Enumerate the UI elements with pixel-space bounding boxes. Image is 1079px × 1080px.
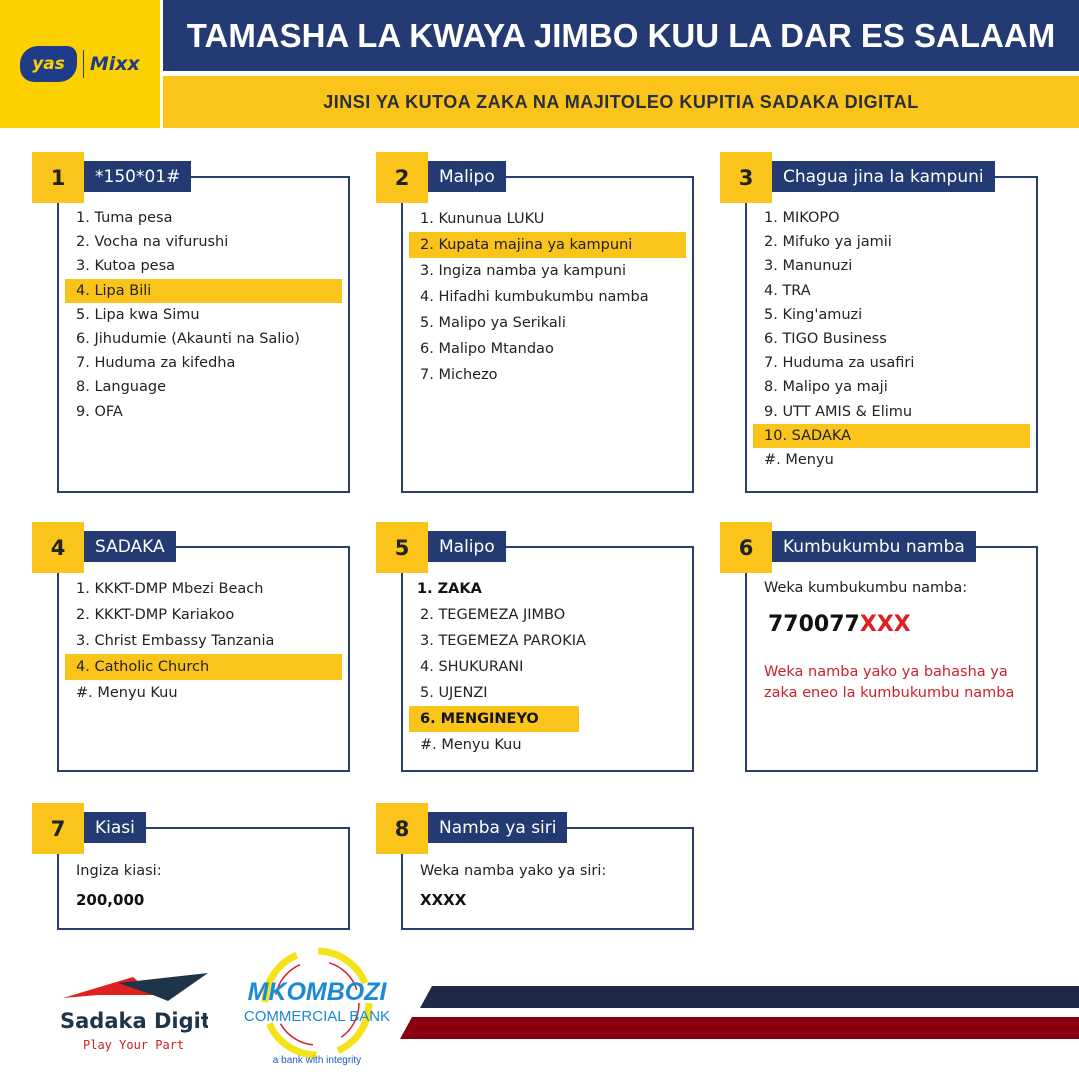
sadaka-tagline: Play Your Part bbox=[83, 1038, 184, 1052]
menu-item: 2. Mifuko ya jamii bbox=[764, 234, 892, 251]
menu-item: 1. MIKOPO bbox=[764, 210, 840, 226]
step-title: Kiasi bbox=[84, 812, 146, 843]
menu-item-selected: 2. Kupata majina ya kampuni bbox=[409, 232, 686, 258]
ref-prefix: 770077 bbox=[768, 612, 860, 637]
step-number: 5 bbox=[376, 522, 428, 573]
input-prompt: Ingiza kiasi: bbox=[76, 863, 162, 879]
menu-item-selected: 6. MENGINEYO bbox=[409, 706, 579, 732]
mixx-logo: Mixx bbox=[89, 53, 140, 75]
step-number: 4 bbox=[32, 522, 84, 573]
menu-item: 9. OFA bbox=[76, 403, 123, 420]
menu-item: 5. UJENZI bbox=[420, 685, 488, 701]
step-box bbox=[57, 827, 350, 930]
step-number: 3 bbox=[720, 152, 772, 203]
step-number: 6 bbox=[720, 522, 772, 573]
yas-logo: yas bbox=[20, 46, 77, 82]
ref-suffix: XXX bbox=[859, 612, 911, 637]
menu-item-selected: 4. Catholic Church bbox=[65, 654, 342, 680]
menu-item: 7. Michezo bbox=[420, 367, 498, 383]
logo-divider bbox=[82, 50, 84, 78]
step-box bbox=[401, 176, 694, 493]
input-value: 200,000 bbox=[76, 891, 145, 909]
yas-mixx-logo: yas Mixx bbox=[0, 0, 160, 128]
step-card-1: 1*150*01# 1. Tuma pesa 2. Vocha na vifurus… bbox=[32, 152, 350, 495]
page-title: TAMASHA LA KWAYA JIMBO KUU LA DAR ES SAL… bbox=[163, 0, 1079, 71]
menu-list: 1. KKKT-DMP Mbezi Beach 2. KKKT-DMP Karia… bbox=[65, 576, 342, 706]
menu-item: 7. Huduma za usafiri bbox=[764, 355, 915, 372]
menu-item: 5. Malipo ya Serikali bbox=[420, 315, 566, 331]
menu-item: 2. TEGEMEZA JIMBO bbox=[420, 607, 566, 623]
ref-prompt: Weka kumbukumbu namba: bbox=[764, 580, 968, 596]
menu-item: 3. Kutoa pesa bbox=[76, 258, 176, 275]
ref-note: Weka namba yako ya bahasha ya zaka eneo … bbox=[764, 664, 1015, 701]
page-subtitle: JINSI YA KUTOA ZAKA NA MAJITOLEO KUPITIA… bbox=[163, 76, 1079, 128]
step-number: 7 bbox=[32, 803, 84, 854]
menu-item: 6. Malipo Mtandao bbox=[420, 341, 554, 357]
menu-list: 1. MIKOPO 2. Mifuko ya jamii 3. Manunuzi 4.… bbox=[753, 206, 1030, 472]
menu-item: 1. Tuma pesa bbox=[76, 210, 173, 226]
step-title: Malipo bbox=[428, 161, 506, 192]
step-title: Malipo bbox=[428, 531, 506, 562]
step-title: SADAKA bbox=[84, 531, 176, 562]
menu-item-selected: 10. SADAKA bbox=[753, 423, 1030, 448]
sadaka-digital-logo: Sadaka Digital Play Your Part bbox=[60, 973, 208, 1052]
mkombozi-bank-logo: MKOMBOZI COMMERCIAL BANK a bank with int… bbox=[244, 947, 390, 1066]
step-box bbox=[401, 546, 694, 772]
menu-item: 5. Lipa kwa Simu bbox=[76, 306, 200, 323]
step-title: *150*01# bbox=[84, 161, 192, 192]
menu-item: 6. Jihudumie (Akaunti na Salio) bbox=[76, 330, 300, 347]
menu-item: 4. Hifadhi kumbukumbu namba bbox=[420, 289, 649, 305]
menu-item: 4. SHUKURANI bbox=[420, 659, 524, 675]
bank-tagline: a bank with integrity bbox=[273, 1055, 361, 1066]
input-prompt: Weka namba yako ya siri: bbox=[420, 863, 607, 879]
step-box bbox=[57, 176, 350, 493]
bank-sub: COMMERCIAL BANK bbox=[244, 1008, 390, 1025]
menu-item: 1. Kununua LUKU bbox=[420, 211, 545, 227]
menu-item: 8. Malipo ya maji bbox=[764, 379, 888, 396]
menu-item: 3. Ingiza namba ya kampuni bbox=[420, 263, 626, 279]
menu-item: 1. KKKT-DMP Mbezi Beach bbox=[76, 581, 264, 597]
menu-item: #. Menyu bbox=[764, 451, 834, 468]
sadaka-logo-text: Sadaka Digital bbox=[60, 1009, 208, 1033]
menu-item: #. Menyu Kuu bbox=[76, 685, 178, 701]
step-title: Kumbukumbu namba bbox=[772, 531, 976, 562]
menu-item: 2. KKKT-DMP Kariakoo bbox=[76, 607, 235, 623]
menu-item: 5. King'amuzi bbox=[764, 306, 863, 323]
step-number: 2 bbox=[376, 152, 428, 203]
menu-item: 9. UTT AMIS & Elimu bbox=[764, 403, 913, 420]
bank-name: MKOMBOZI bbox=[248, 978, 388, 1006]
menu-item: 4. TRA bbox=[764, 282, 811, 299]
menu-item: #. Menyu Kuu bbox=[420, 737, 522, 753]
menu-item: 6. TIGO Business bbox=[764, 330, 887, 347]
menu-item: 2. Vocha na vifurushi bbox=[76, 234, 229, 251]
menu-list: 1. Kununua LUKU 2. Kupata majina ya kampu… bbox=[409, 206, 686, 388]
menu-item: 8. Language bbox=[76, 379, 167, 396]
menu-list: 1. Tuma pesa 2. Vocha na vifurushi 3. Kuto… bbox=[65, 206, 342, 424]
menu-item-selected: 4. Lipa Bili bbox=[65, 278, 342, 303]
step-number: 1 bbox=[32, 152, 84, 203]
menu-item: 1. ZAKA bbox=[417, 581, 482, 597]
menu-item: 3. TEGEMEZA PAROKIA bbox=[420, 633, 586, 649]
decorative-stripe-maroon bbox=[400, 1017, 1079, 1039]
menu-item: 3. Christ Embassy Tanzania bbox=[76, 633, 275, 649]
step-title: Namba ya siri bbox=[428, 812, 568, 843]
menu-item: 3. Manunuzi bbox=[764, 258, 853, 275]
step-title: Chagua jina la kampuni bbox=[772, 161, 995, 192]
input-value: XXXX bbox=[420, 891, 467, 909]
step-number: 8 bbox=[376, 803, 428, 854]
menu-item: 7. Huduma za kifedha bbox=[76, 355, 236, 372]
decorative-stripe-navy bbox=[420, 986, 1079, 1008]
menu-list: 1. ZAKA 2. TEGEMEZA JIMBO 3. TEGEMEZA PARO… bbox=[409, 576, 686, 758]
ref-number: 770077XXX bbox=[768, 612, 911, 637]
